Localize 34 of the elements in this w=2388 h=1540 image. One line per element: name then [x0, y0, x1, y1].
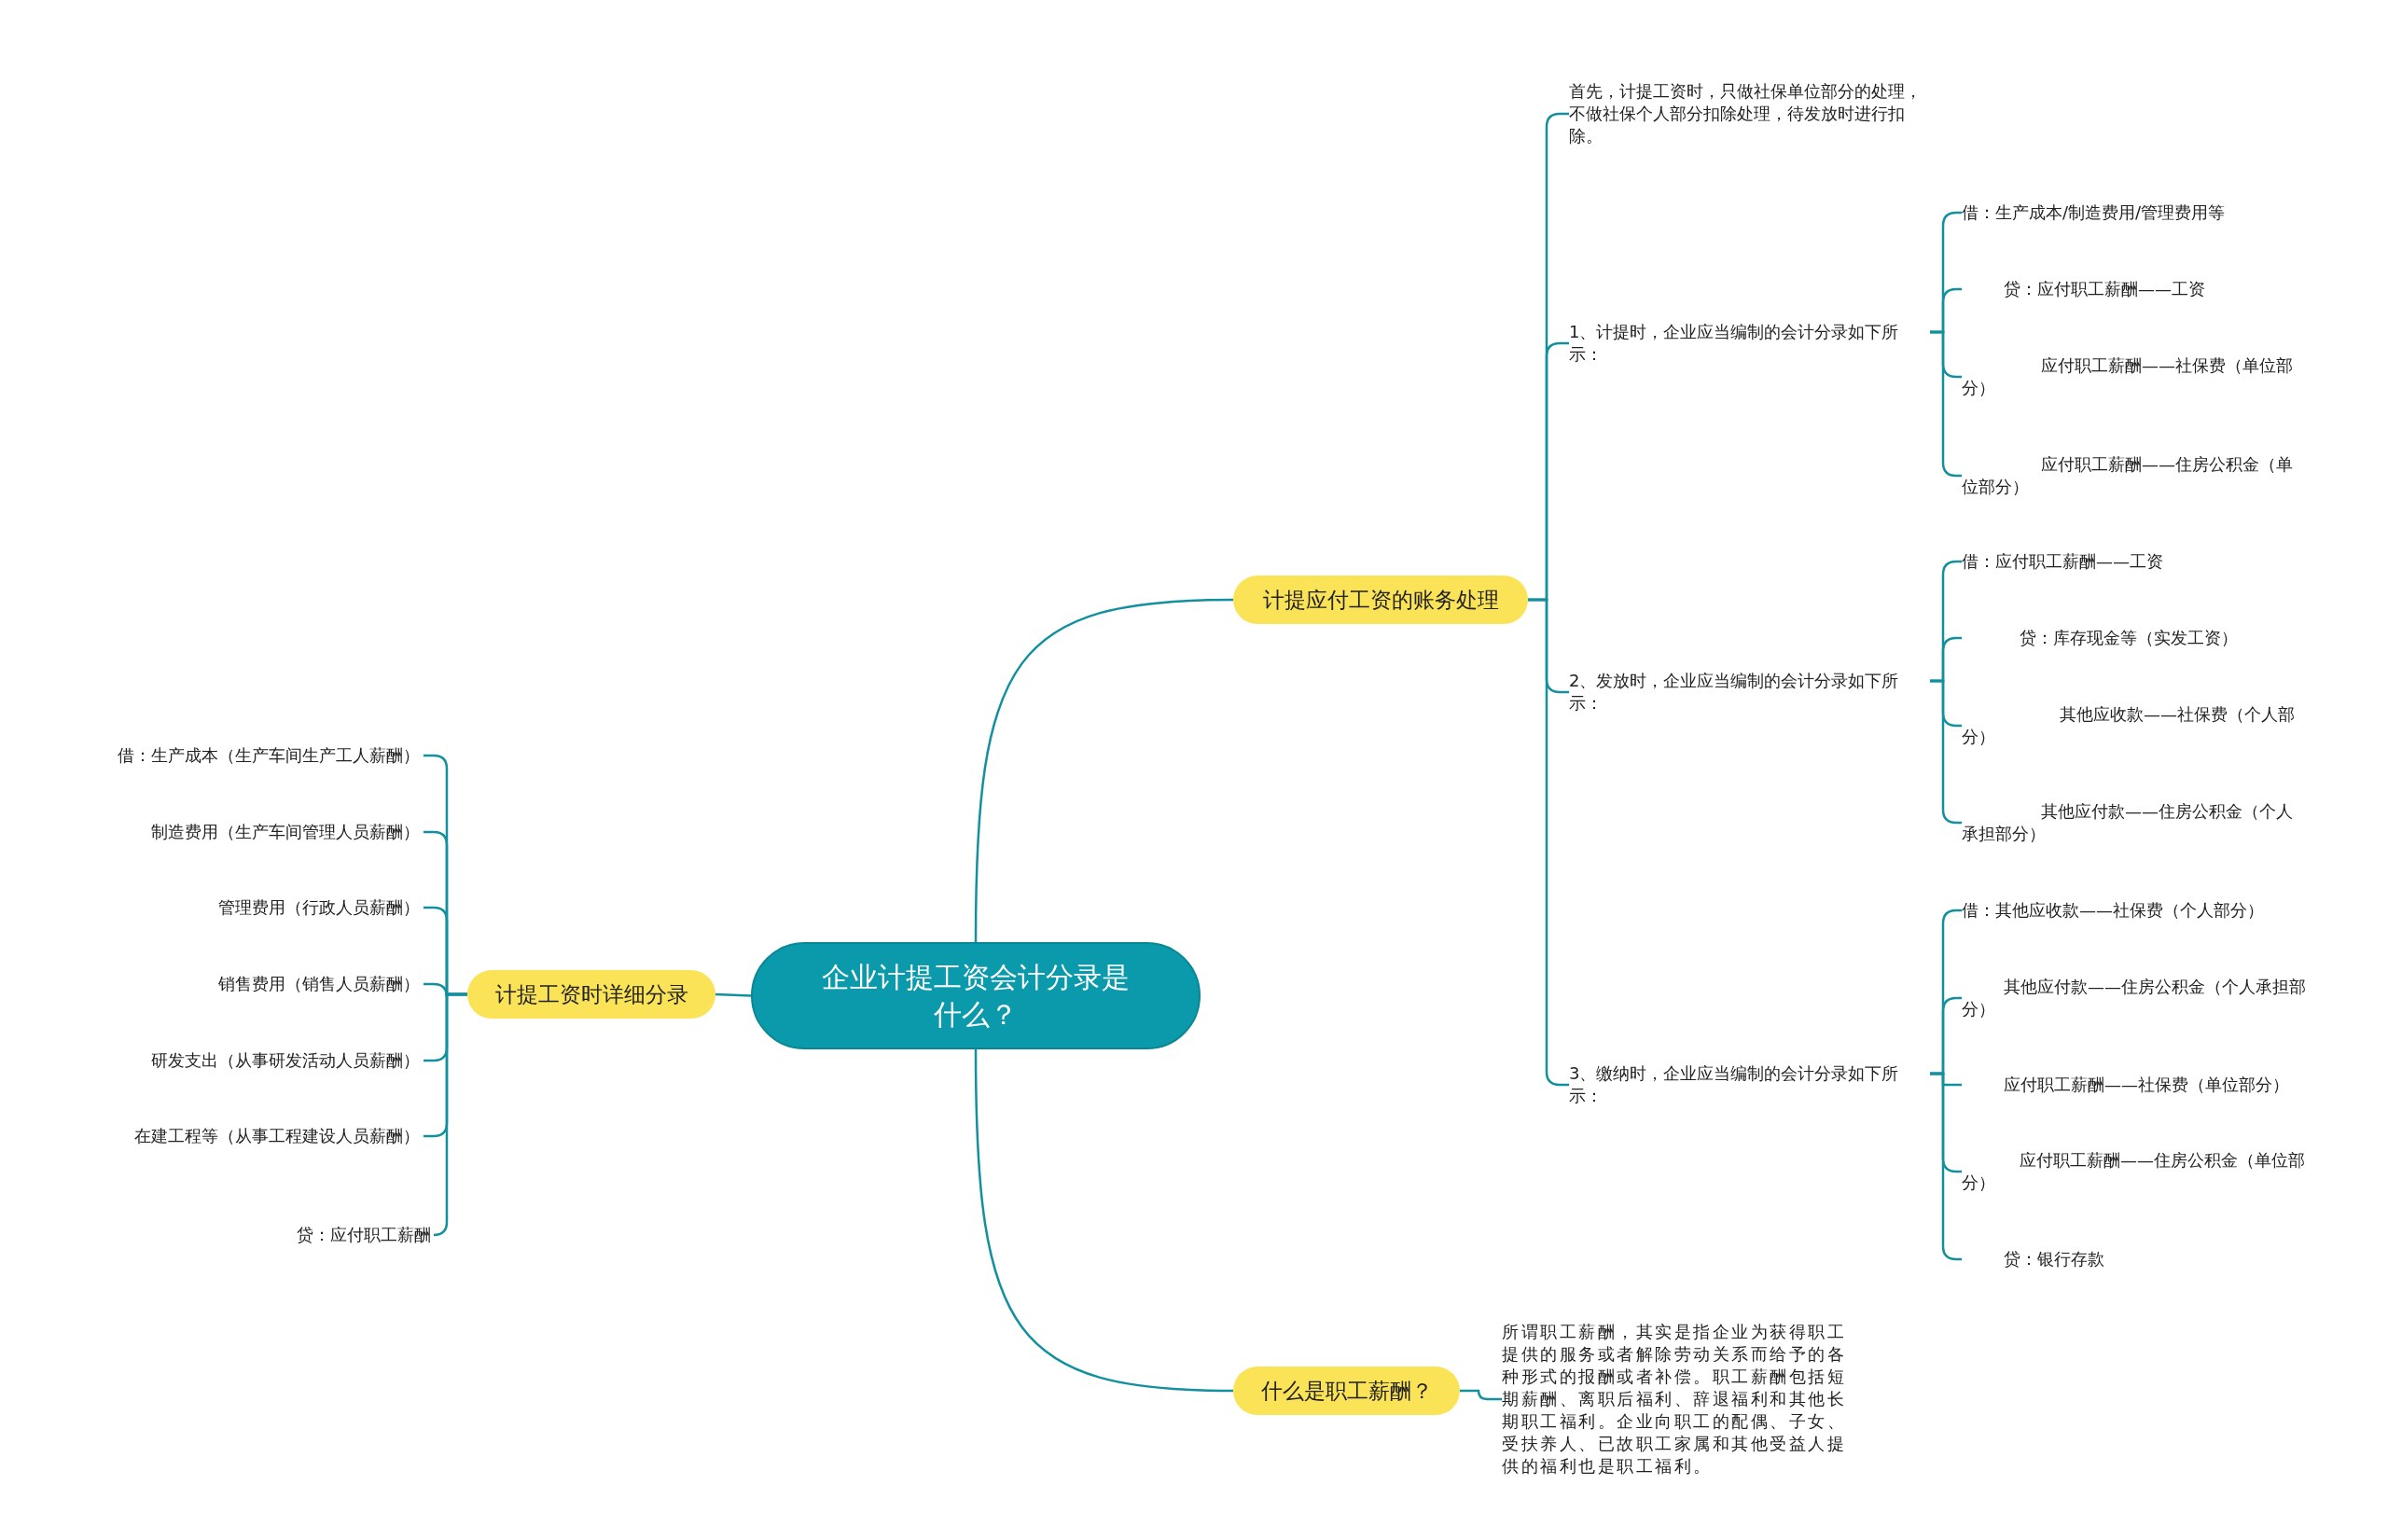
topic-text: 其他应收款——社保费（个人部分） [1962, 703, 2307, 748]
topic-text: 其他应付款——住房公积金（个人承担部分） [1962, 976, 2307, 1020]
topic-text: 应付职工薪酬——住房公积金（单位部分） [1962, 1149, 2307, 1194]
topic-text: 贷：应付职工薪酬 [56, 1224, 431, 1246]
topic-text: 研发支出（从事研发活动人员薪酬） [56, 1049, 420, 1072]
topic-text: 贷：银行存款 [1962, 1248, 2326, 1270]
topic-text: 制造费用（生产车间管理人员薪酬） [56, 821, 420, 843]
topic-text: 贷：库存现金等（实发工资） [1962, 627, 2326, 649]
topic-text: 借：其他应收款——社保费（个人部分） [1962, 899, 2326, 922]
central-topic: 企业计提工资会计分录是什么？ [751, 942, 1201, 1049]
topic-text: 管理费用（行政人员薪酬） [56, 896, 420, 919]
topic-text: 应付职工薪酬——社保费（单位部分） [1962, 354, 2307, 399]
topic-text: 1、计提时，企业应当编制的会计分录如下所示： [1569, 321, 1916, 366]
topic-text: 借：生产成本（生产车间生产工人薪酬） [56, 744, 420, 767]
topic-pill: 计提工资时详细分录 [467, 970, 715, 1019]
topic-text: 销售费用（销售人员薪酬） [56, 973, 420, 995]
connector-line [432, 992, 467, 1237]
topic-text: 其他应付款——住房公积金（个人承担部分） [1962, 800, 2307, 845]
topic-text: 所谓职工薪酬，其实是指企业为获得职工提供的服务或者解除劳动关系而给予的各种形式的报酬或者补偿。职工薪酬包括短期薪酬、离职后福利、辞退福利和其他长期职工福利。企业向职工的配偶、子女、受扶养人、已故职工家属和其他受益人提供的福利也是职工福利。 [1502, 1321, 1856, 1478]
connector-line [1460, 1389, 1502, 1401]
topic-text: 贷：应付职工薪酬——工资 [1962, 278, 2326, 300]
topic-text: 应付职工薪酬——社保费（单位部分） [1962, 1074, 2326, 1096]
topic-text: 借：应付职工薪酬——工资 [1962, 550, 2326, 573]
topic-pill: 计提应付工资的账务处理 [1233, 576, 1528, 624]
connector-line [715, 992, 752, 997]
connector-line [974, 1049, 1234, 1393]
topic-text: 2、发放时，企业应当编制的会计分录如下所示： [1569, 670, 1916, 715]
topic-text: 首先，计提工资时，只做社保单位部分的处理，不做社保个人部分扣除处理，待发放时进行扣除。 [1569, 80, 1925, 147]
topic-pill: 什么是职工薪酬？ [1233, 1367, 1460, 1415]
topic-text: 3、缴纳时，企业应当编制的会计分录如下所示： [1569, 1062, 1916, 1107]
connector-line [974, 598, 1234, 942]
topic-text: 在建工程等（从事工程建设人员薪酬） [79, 1125, 420, 1147]
topic-text: 借：生产成本/制造费用/管理费用等 [1962, 201, 2326, 224]
topic-text: 应付职工薪酬——住房公积金（单位部分） [1962, 453, 2307, 498]
